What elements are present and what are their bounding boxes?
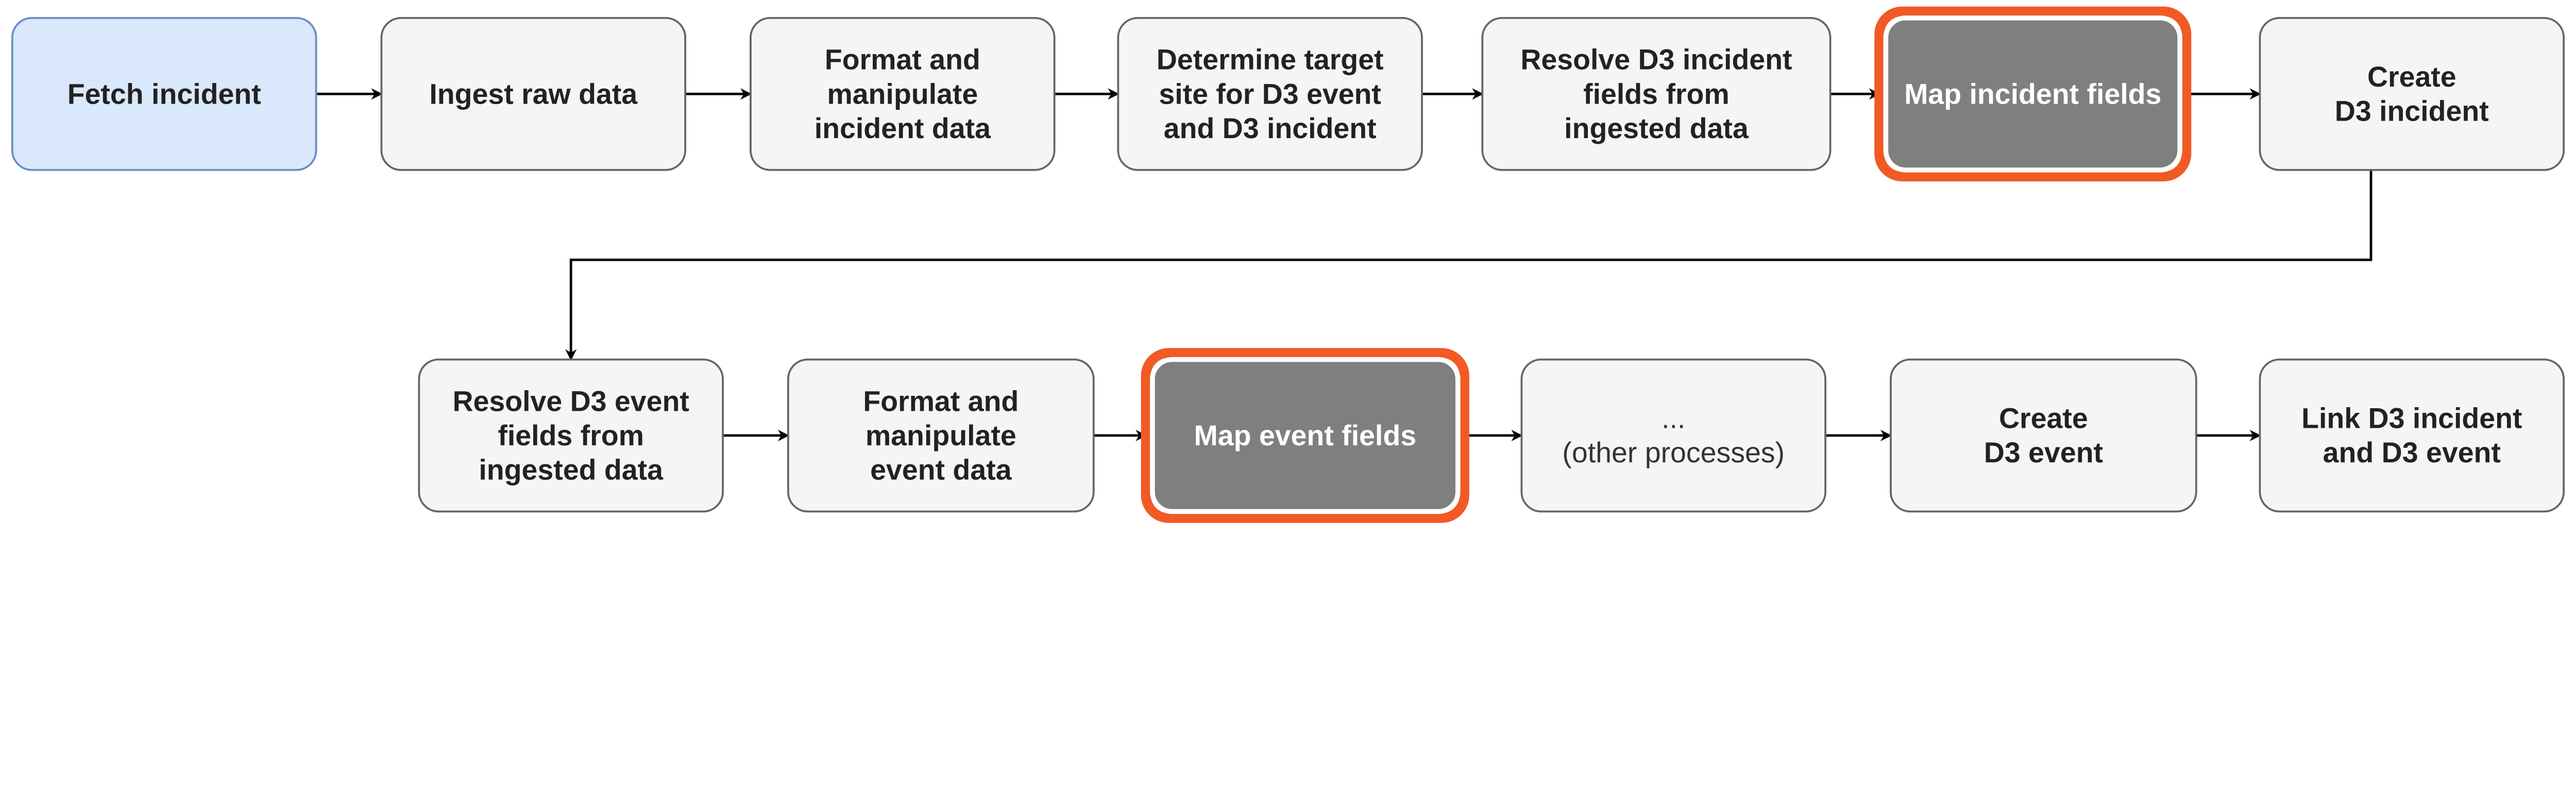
label-line: Format and bbox=[863, 385, 1019, 417]
label-line: Fetch incident bbox=[67, 78, 261, 110]
label-line: ingested data bbox=[479, 454, 664, 486]
node-label: Ingest raw data bbox=[429, 78, 638, 110]
label-line: D3 incident bbox=[2335, 95, 2489, 127]
label-line: (other processes) bbox=[1562, 437, 1785, 469]
node-box bbox=[1150, 357, 1461, 514]
node-other-processes: ...(other processes) bbox=[1520, 358, 1826, 513]
connector-edge bbox=[565, 170, 2372, 361]
node-box bbox=[1481, 16, 1832, 171]
label-line: Resolve D3 incident bbox=[1520, 44, 1792, 76]
node-label: Map incident fields bbox=[1904, 78, 2161, 110]
edges-layer bbox=[316, 88, 2372, 442]
label-line: Create bbox=[1999, 403, 2088, 435]
label-line: site for D3 event bbox=[1159, 78, 1381, 110]
node-box bbox=[787, 358, 1095, 513]
node-label: Map event fields bbox=[1194, 420, 1417, 452]
label-line: Ingest raw data bbox=[429, 78, 638, 110]
label-line: Resolve D3 event bbox=[452, 385, 689, 417]
node-fetch-incident: Fetch incident bbox=[11, 16, 317, 171]
node-map-incident-fields: Map incident fields bbox=[1874, 6, 2192, 181]
node-box bbox=[1890, 358, 2197, 513]
node-box bbox=[1883, 15, 2182, 173]
label-line: fields from bbox=[498, 420, 644, 452]
node-box bbox=[2259, 16, 2565, 171]
node-label: Fetch incident bbox=[67, 78, 261, 110]
label-line: event data bbox=[870, 454, 1012, 486]
highlight-outline bbox=[1874, 6, 2192, 181]
label-line: Create bbox=[2367, 61, 2456, 93]
label-line: D3 event bbox=[1984, 437, 2103, 469]
label-line: fields from bbox=[1583, 78, 1730, 110]
label-line: ingested data bbox=[1564, 112, 1749, 144]
label-line: Format and bbox=[825, 44, 980, 76]
node-map-event-fields: Map event fields bbox=[1141, 348, 1469, 523]
label-line: ... bbox=[1662, 403, 1685, 435]
node-box bbox=[418, 358, 724, 513]
node-box bbox=[2259, 358, 2565, 513]
node-box bbox=[380, 16, 686, 171]
node-box bbox=[1117, 16, 1423, 171]
node-label: ...(other processes) bbox=[1562, 403, 1785, 469]
label-line: manipulate bbox=[827, 78, 978, 110]
label-line: and D3 incident bbox=[1164, 112, 1377, 144]
highlight-outline bbox=[1141, 348, 1469, 523]
node-box bbox=[11, 16, 317, 171]
node-ingest-raw-data: Ingest raw data bbox=[380, 16, 686, 171]
label-line: Determine target bbox=[1157, 44, 1384, 76]
node-box bbox=[750, 16, 1056, 171]
label-line: manipulate bbox=[866, 420, 1016, 452]
node-box bbox=[1520, 358, 1826, 513]
label-line: incident data bbox=[815, 112, 991, 144]
label-line: Link D3 incident bbox=[2301, 403, 2522, 435]
label-line: Map incident fields bbox=[1904, 78, 2161, 110]
label-line: Map event fields bbox=[1194, 420, 1417, 452]
label-line: and D3 event bbox=[2323, 437, 2501, 469]
